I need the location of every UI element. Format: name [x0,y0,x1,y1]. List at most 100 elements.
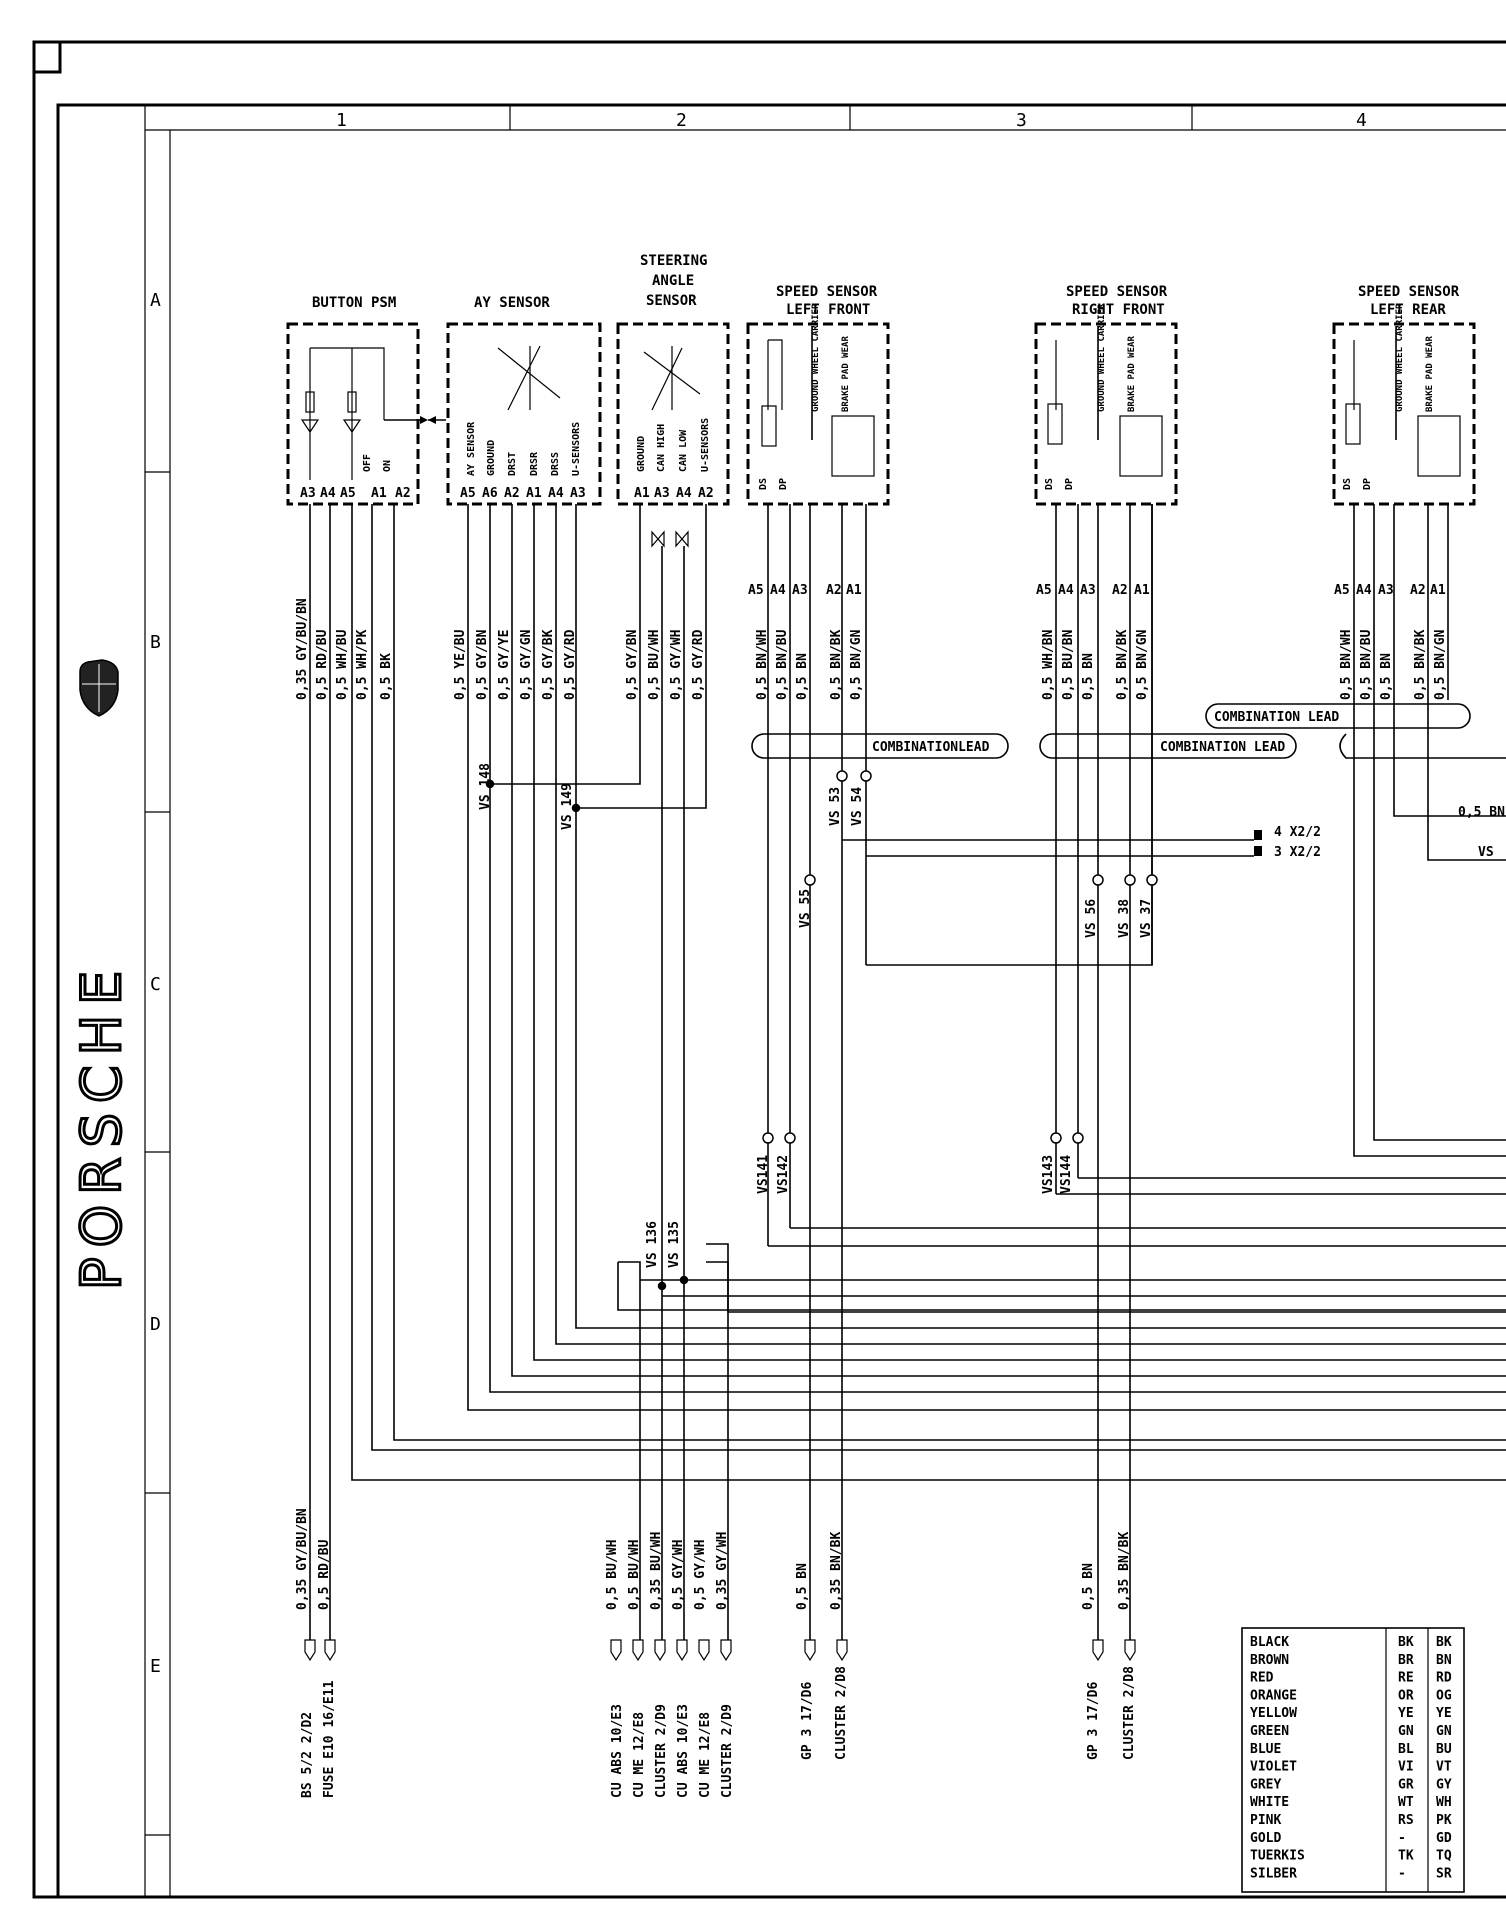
splice-dot-vs53 [836,770,848,782]
splice-vs-37: VS 37 [1139,899,1154,938]
speed-sensor-left-rear: SPEED SENSOR LEFT REAR DS DP GROUND WHEE… [1332,284,1476,506]
legend-de-10: WT [1398,1795,1414,1810]
ss-lf-pin-a5: A5 [748,583,764,598]
destinations: BS 5/2 2/D2 FUSE E10 16/E11 CU ABS 10/E3… [300,1666,1137,1798]
wire-label-psm-2: 0,5 RD/BU [315,629,330,700]
legend-en-14: SR [1436,1866,1452,1881]
connector-3-x2-2: 3 X2/2 [1274,845,1321,860]
ay-sensor-pin-a2: A2 [504,486,520,501]
steering-pin-a1: A1 [634,486,650,501]
splice-dot-vs55 [804,874,816,886]
splice-vs-55: VS 55 [798,889,813,928]
legend-name-1: BLACK [1250,1635,1289,1650]
legend-name-11: PINK [1250,1813,1281,1828]
x2-connectors: 4 X2/2 3 X2/2 0,5 BN VS [1254,805,1505,860]
wire-label-steer-1: 0,5 GY/BN [625,629,640,700]
ay-sensor-pin-label-5: DRSS [550,452,561,476]
terminal-2 [324,1639,336,1662]
legend-en-8: VT [1436,1760,1452,1775]
legend-name-5: YELLOW [1250,1706,1297,1721]
wire-steer-bus-4 [706,1243,1506,1313]
grid-row-e: E [150,1656,161,1677]
grid-row-b: B [150,632,161,653]
grid-col-3: 3 [1016,110,1027,131]
wire-lr-1 [1353,504,1506,1157]
splice-vs-148: VS 148 [478,763,493,810]
legend-de-7: BL [1398,1742,1414,1757]
ss-lr-pin-label-brake: BRAKE PAD WEAR [1425,336,1435,412]
legend-de-4: OR [1398,1688,1414,1703]
splice-vs-149: VS 149 [560,783,575,830]
splice-dot-vs38 [1124,874,1136,886]
bottom-wire-1: 0,35 GY/BU/BN [295,1508,310,1610]
speed-sensor-right-front: SPEED SENSOR RIGHT FRONT DS DP GROUND WH… [1034,284,1178,506]
splice-dot-vs141 [762,1132,774,1144]
splice-vs-135: VS 135 [667,1221,682,1268]
dest-4: CU ME 12/E8 [632,1712,647,1798]
bottom-wire-12: 0,35 BN/BK [1117,1532,1132,1610]
wire-ay-6 [575,504,1506,1329]
terminal-8 [720,1639,732,1662]
ss-lr-pin-a4: A4 [1356,583,1372,598]
legend-de-6: GN [1398,1724,1414,1739]
dest-3: CU ABS 10/E3 [610,1704,625,1798]
legend-de-12: - [1398,1831,1406,1846]
terminal-7 [698,1639,710,1662]
ss-lr-pin-a3: A3 [1378,583,1394,598]
bottom-wire-10: 0,35 BN/BK [829,1532,844,1610]
ss-lr-pin-a5: A5 [1334,583,1350,598]
ss-rf-title-1: SPEED SENSOR [1066,284,1168,300]
bottom-wire-11: 0,5 BN [1081,1563,1096,1610]
wire-vs149-link [576,504,707,809]
wire-lr-3 [1393,504,1506,817]
legend-name-8: VIOLET [1250,1760,1297,1775]
partial-label-0-5-bn: 0,5 BN [1458,805,1505,820]
splice-vs-38: VS 38 [1117,899,1132,938]
wire-label-rf-5: 0,5 BN/GN [1135,629,1150,700]
wire-label-lf-1: 0,5 BN/WH [755,630,770,700]
grid-col-4: 4 [1356,110,1367,131]
legend-name-12: GOLD [1250,1831,1281,1846]
bottom-wire-7: 0,5 GY/WH [693,1540,708,1610]
ss-lf-pin-label-ground: GROUND WHEEL CARRIER [811,303,821,412]
ss-lf-title-1: SPEED SENSOR [776,284,878,300]
terminal-12 [1124,1639,1136,1662]
splice-dot-vs54 [860,770,872,782]
ss-lf-pin-label-ds: DS [758,478,769,490]
legend-de-2: BR [1398,1653,1414,1668]
legend-de-13: TK [1398,1849,1414,1864]
wire-label-rf-2: 0,5 BU/BN [1061,629,1076,700]
splice-dot-vs148 [485,779,495,789]
combination-lead-label-2: COMBINATION LEAD [1160,740,1285,755]
bottom-wire-8: 0,35 GY/WH [715,1532,730,1610]
legend-en-11: PK [1436,1813,1452,1828]
wire-label-ay-5: 0,5 GY/BK [541,629,556,700]
splice-vs143: VS143 [1041,1155,1056,1194]
ay-sensor-pin-a5: A5 [460,486,476,501]
terminal-9 [804,1639,816,1662]
terminal-6 [676,1639,688,1662]
splice-dot-vs136 [657,1281,667,1291]
ss-lf-pin-label-brake: BRAKE PAD WEAR [841,336,851,412]
porsche-crest-icon [79,659,119,717]
ss-lr-title-2: LEFT REAR [1370,302,1446,318]
wire-ay-1 [467,504,1506,1411]
legend-en-12: GD [1436,1831,1452,1846]
wire-label-steer-2: 0,5 BU/WH [647,630,662,700]
ss-rf-pin-a2: A2 [1112,583,1128,598]
wire-label-steer-4: 0,5 GY/RD [691,629,706,700]
button-psm-pin-a3: A3 [300,486,316,501]
button-psm-pin-label-off: OFF [362,454,373,472]
dest-10: CLUSTER 2/D8 [834,1666,849,1760]
steering-pin-label-2: CAN HIGH [656,424,667,472]
wire-label-psm-1: 0,35 GY/BU/BN [295,598,310,700]
ay-sensor-pin-label-2: GROUND [486,440,497,476]
ay-sensor-title: AY SENSOR [474,295,550,311]
ss-lr-pin-label-ground: GROUND WHEEL CARRIER [1395,303,1405,412]
steering-title-line-1: STEERING [640,253,707,269]
ss-rf-pin-a4: A4 [1058,583,1074,598]
connector-4-x2-2: 4 X2/2 [1274,825,1321,840]
ss-rf-pin-a5: A5 [1036,583,1052,598]
